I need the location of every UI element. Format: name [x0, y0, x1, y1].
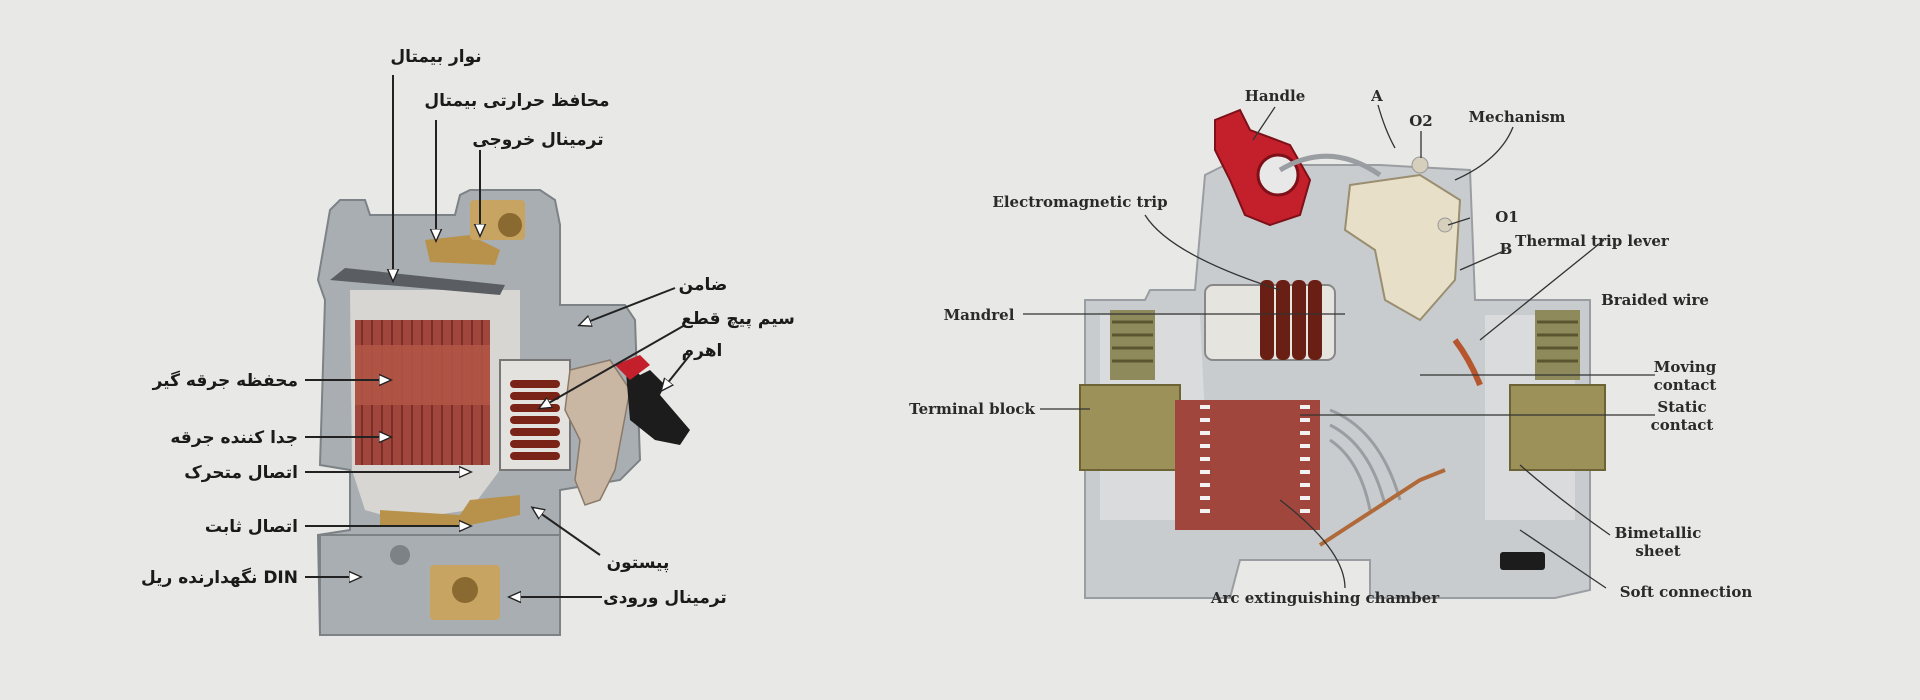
bimetal-guard-shape [425, 235, 500, 265]
right-leader-lines [1023, 104, 1655, 589]
label-terminal-block: Terminal block [909, 400, 1035, 418]
label-static-contact-line1: Static [1657, 398, 1706, 416]
label-arc-extinguishing-chamber: Arc extinguishing chamber [1210, 589, 1440, 607]
label-static-contact-line2: contact [1651, 416, 1714, 434]
label-mandrel: Mandrel [944, 306, 1015, 324]
label-b: B [1500, 240, 1513, 258]
lever-handle-shape [625, 360, 690, 445]
label-mechanism: Mechanism [1469, 108, 1566, 126]
label-arc-splitter: جدا کننده جرقه [170, 428, 298, 448]
label-bimetal-thermal-guard: محافظ حرارتی بیمتال [424, 91, 609, 111]
left-mcb-illustration [316, 189, 690, 636]
label-output-terminal: ترمینال خروجی [472, 130, 603, 150]
label-bimetal-strip: نوار بیمتال [390, 47, 481, 67]
label-guarantor: ضامن [679, 275, 728, 295]
left-leader-lines [305, 75, 691, 597]
bimetal-strip-shape [330, 268, 505, 295]
label-o2: O2 [1409, 112, 1433, 130]
label-moving-contact-line1: Moving [1654, 358, 1717, 376]
label-input-terminal: ترمینال ورودی [603, 588, 727, 608]
label-soft-connection: Soft connection [1620, 583, 1753, 601]
label-arc-chute-chamber: محفظه جرقه گیر [152, 370, 298, 391]
label-handle: Handle [1245, 87, 1306, 105]
right-mcb-illustration [1079, 108, 1606, 599]
terminal-block-left-shape [1079, 384, 1181, 471]
label-bimetallic-sheet-line2: sheet [1635, 542, 1680, 560]
label-a: A [1370, 87, 1383, 105]
label-electromagnetic-trip: Electromagnetic trip [992, 193, 1167, 211]
label-trip-coil: سیم پیچ قطع [681, 309, 795, 329]
label-thermal-trip-lever: Thermal trip lever [1515, 232, 1670, 250]
label-fixed-contact: اتصال ثابت [205, 517, 298, 537]
arc-extinguishing-chamber-shape [1175, 400, 1320, 530]
label-moving-contact: اتصال متحرک [184, 463, 298, 483]
label-din-rail-holder: نگهدارنده ریل DIN [141, 567, 298, 588]
label-bimetallic-sheet-line1: Bimetallic [1615, 524, 1702, 542]
left-labels: نوار بیمتال محافظ حرارتی بیمتال ترمینال … [141, 47, 795, 608]
label-o1: O1 [1495, 208, 1519, 226]
mechanism-shape [564, 359, 631, 506]
label-piston: پیستون [607, 553, 670, 573]
right-labels: Handle A O2 Mechanism Electromagnetic tr… [909, 87, 1752, 607]
label-braided-wire: Braided wire [1601, 291, 1709, 309]
label-lever: اهرم [682, 341, 723, 361]
mechanism-assembly-shape [1343, 173, 1462, 322]
label-moving-contact-line2: contact [1654, 376, 1717, 394]
